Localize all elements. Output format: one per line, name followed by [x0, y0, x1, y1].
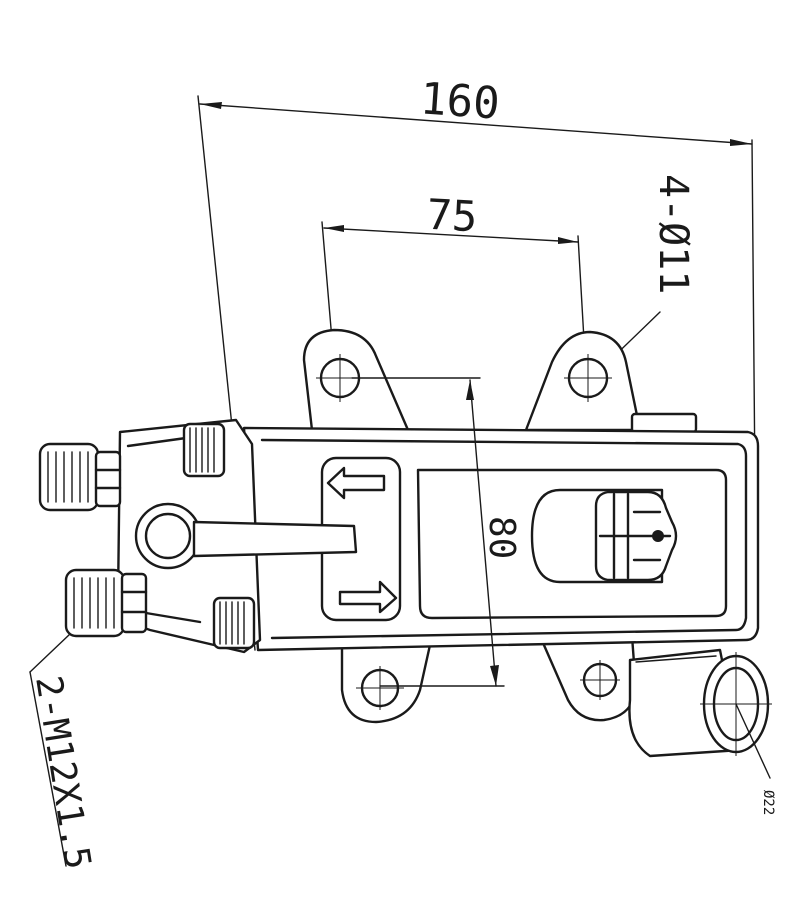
roller: [628, 633, 770, 758]
dimension-text-160: 160: [418, 73, 501, 129]
dimension-160: 160: [197, 73, 757, 651]
thread-callout: 2-M12X1.5: [27, 633, 98, 872]
dimension-line-160: [199, 103, 753, 145]
arrow-right-icon: [338, 580, 398, 614]
fitting-lower: [64, 568, 148, 638]
leader-line: [29, 633, 71, 673]
mounting-ear-top-left: [302, 328, 410, 432]
extension-line: [577, 235, 585, 341]
thread-callout-text: 2-M12X1.5: [27, 673, 98, 872]
hole-callout-text: 4-Ø11: [650, 174, 696, 294]
dimension-75: 75: [321, 190, 585, 341]
arrowhead: [200, 102, 222, 109]
dimension-80: 80: [351, 377, 522, 687]
mounting-ear-bottom-right: [538, 634, 638, 722]
fitting-upper: [38, 442, 122, 512]
mounting-ear-top-right: [524, 330, 642, 432]
leader-underline: [29, 671, 67, 867]
arrowhead: [558, 237, 578, 244]
dimension-text-75: 75: [425, 190, 478, 242]
arrow-left-icon: [326, 466, 386, 500]
star-knob: [594, 490, 678, 582]
dimension-line-75: [323, 227, 579, 243]
center-lines: [316, 354, 772, 756]
roller-callout: Ø22: [735, 703, 776, 815]
valve-body: [242, 426, 760, 652]
dimension-text-80: 80: [481, 516, 522, 559]
roller-callout-text: Ø22: [760, 790, 776, 815]
extension-line: [321, 221, 333, 341]
arrowhead: [324, 225, 344, 232]
clamp-head: [116, 418, 358, 654]
arrowhead: [730, 139, 752, 146]
dimension-line-80: [469, 379, 497, 687]
